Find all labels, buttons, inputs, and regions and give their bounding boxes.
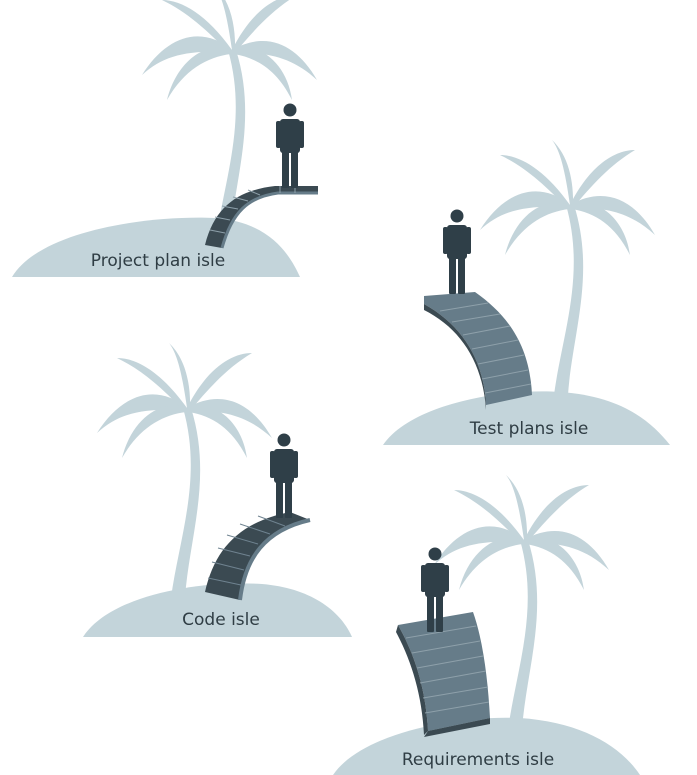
island-requirements: Requirements isle bbox=[333, 475, 640, 775]
person-icon bbox=[276, 104, 304, 189]
island-test-plans: Test plans isle bbox=[383, 140, 670, 445]
isle-label: Test plans isle bbox=[469, 419, 589, 439]
person-icon bbox=[270, 434, 298, 519]
isle-label: Code isle bbox=[182, 610, 260, 630]
island-project-plan: Project plan isle bbox=[12, 0, 318, 277]
bridge-ramp-icon bbox=[424, 292, 532, 410]
island-code: Code isle bbox=[83, 343, 352, 637]
person-icon bbox=[443, 210, 471, 295]
isle-label: Requirements isle bbox=[402, 750, 554, 770]
isle-label: Project plan isle bbox=[91, 251, 225, 271]
